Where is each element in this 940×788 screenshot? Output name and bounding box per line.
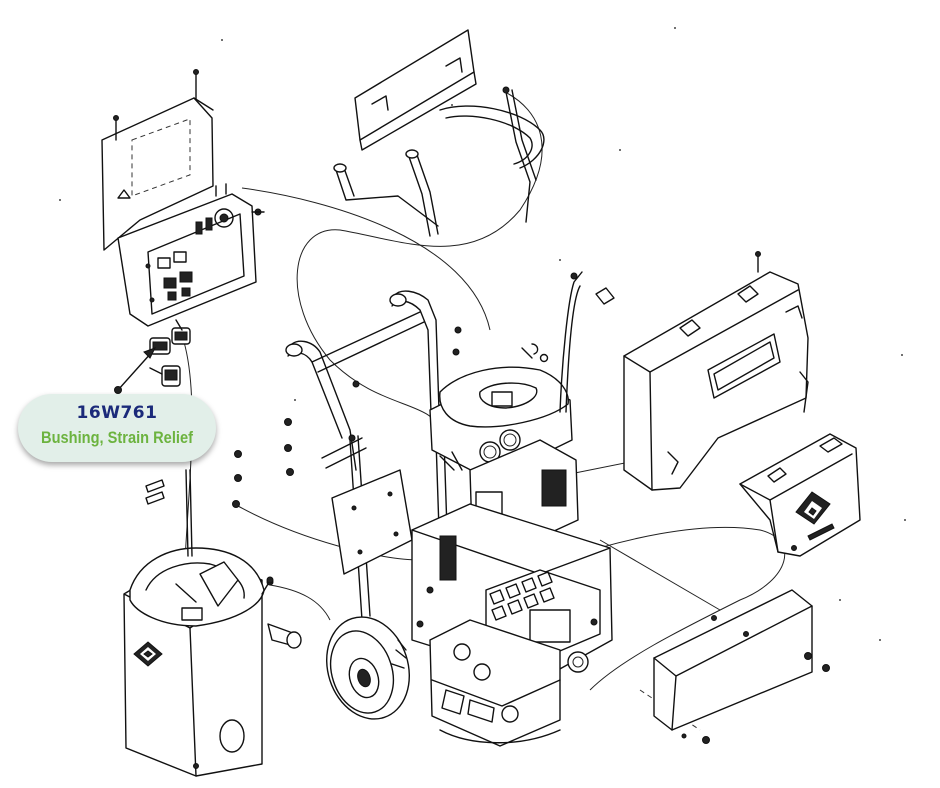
lower-cover — [654, 590, 830, 744]
control-panel — [118, 184, 264, 326]
cart-upper-frame — [334, 30, 544, 236]
leader-arrow-icon — [144, 348, 155, 358]
cart-wheel — [314, 606, 422, 730]
control-box-cover — [102, 70, 213, 251]
strain-relief-bushings — [150, 320, 190, 386]
leader-dot-icon — [115, 387, 122, 394]
part-callout: 16W761 Bushing, Strain Relief — [18, 394, 216, 462]
cart-frame — [286, 291, 448, 620]
background-dots — [59, 27, 906, 641]
front-shroud — [740, 434, 860, 556]
part-description: Bushing, Strain Relief — [41, 428, 193, 447]
right-shroud — [624, 252, 808, 491]
central-machine — [412, 272, 614, 746]
hopper-logo — [134, 642, 162, 666]
shroud-logo — [796, 492, 834, 540]
part-number: 16W761 — [76, 403, 158, 423]
hopper-tank — [124, 470, 301, 776]
callout-leader — [115, 348, 156, 394]
